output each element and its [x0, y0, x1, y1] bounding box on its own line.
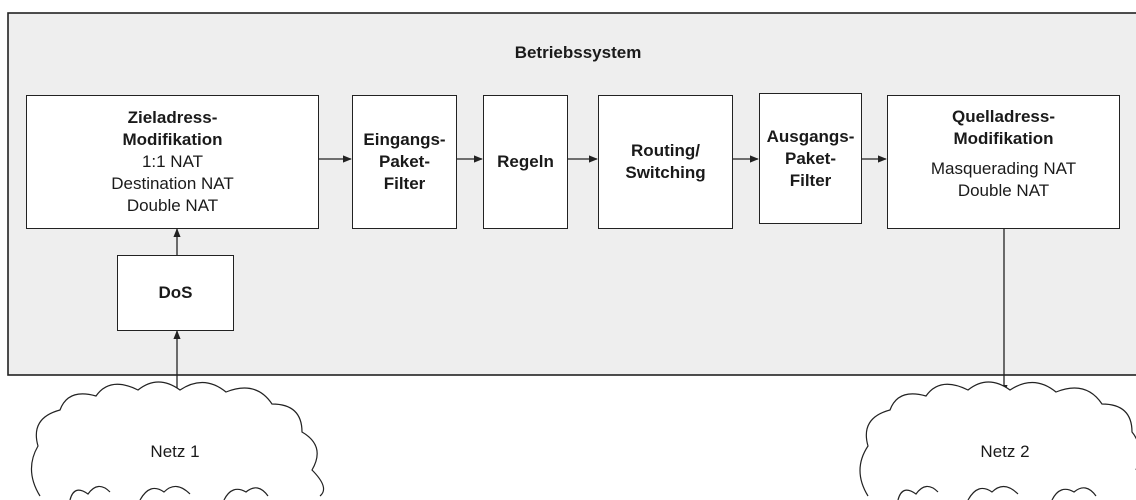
ziel-title-line-2: Modifikation [122, 130, 223, 149]
block-dos: DoS [117, 255, 234, 331]
regeln-title: Regeln [497, 152, 554, 171]
ziel-detail-line-2: Destination NAT [111, 174, 234, 193]
quell-detail-line-2: Double NAT [957, 181, 1050, 200]
ziel-detail-line-3: Double NAT [126, 196, 219, 215]
ziel-detail-line-1: 1:1 NAT [141, 152, 204, 171]
quell-title-line-2: Modifikation [953, 129, 1054, 148]
eingang-title-line-3: Filter [383, 174, 426, 193]
ziel-title-line-1: Zieladress- [127, 108, 218, 127]
netz-2-label: Netz 2 [980, 442, 1030, 461]
eingang-title-line-2: Paket- [378, 152, 431, 171]
dos-title: DoS [158, 283, 193, 302]
block-quelladress-modifikation: Quelladress- Modifikation Masquerading N… [887, 95, 1120, 229]
ausgang-title-line-2: Paket- [784, 148, 837, 168]
block-regeln: Regeln [483, 95, 568, 229]
ausgang-title-line-1: Ausgangs- [766, 126, 855, 146]
quell-detail-line-1: Masquerading NAT [930, 159, 1077, 178]
quell-title-line-1: Quelladress- [952, 107, 1055, 126]
routing-title-line-2: Switching [625, 163, 706, 182]
ausgang-title-line-3: Filter [789, 170, 832, 190]
block-routing-switching: Routing/ Switching [598, 95, 733, 229]
cloud-netz-1 [30, 381, 325, 500]
block-ausgangs-paket-filter: Ausgangs- Paket- Filter [759, 93, 862, 224]
os-title: Betriebssystem [514, 43, 642, 62]
netz-1-label: Netz 1 [150, 442, 200, 461]
block-eingangs-paket-filter: Eingangs- Paket- Filter [352, 95, 457, 229]
cloud-netz-2 [859, 381, 1136, 500]
routing-title-line-1: Routing/ [631, 141, 700, 160]
eingang-title-line-1: Eingangs- [363, 130, 446, 149]
block-zieladress-modifikation: Zieladress- Modifikation 1:1 NAT Destina… [26, 95, 319, 229]
